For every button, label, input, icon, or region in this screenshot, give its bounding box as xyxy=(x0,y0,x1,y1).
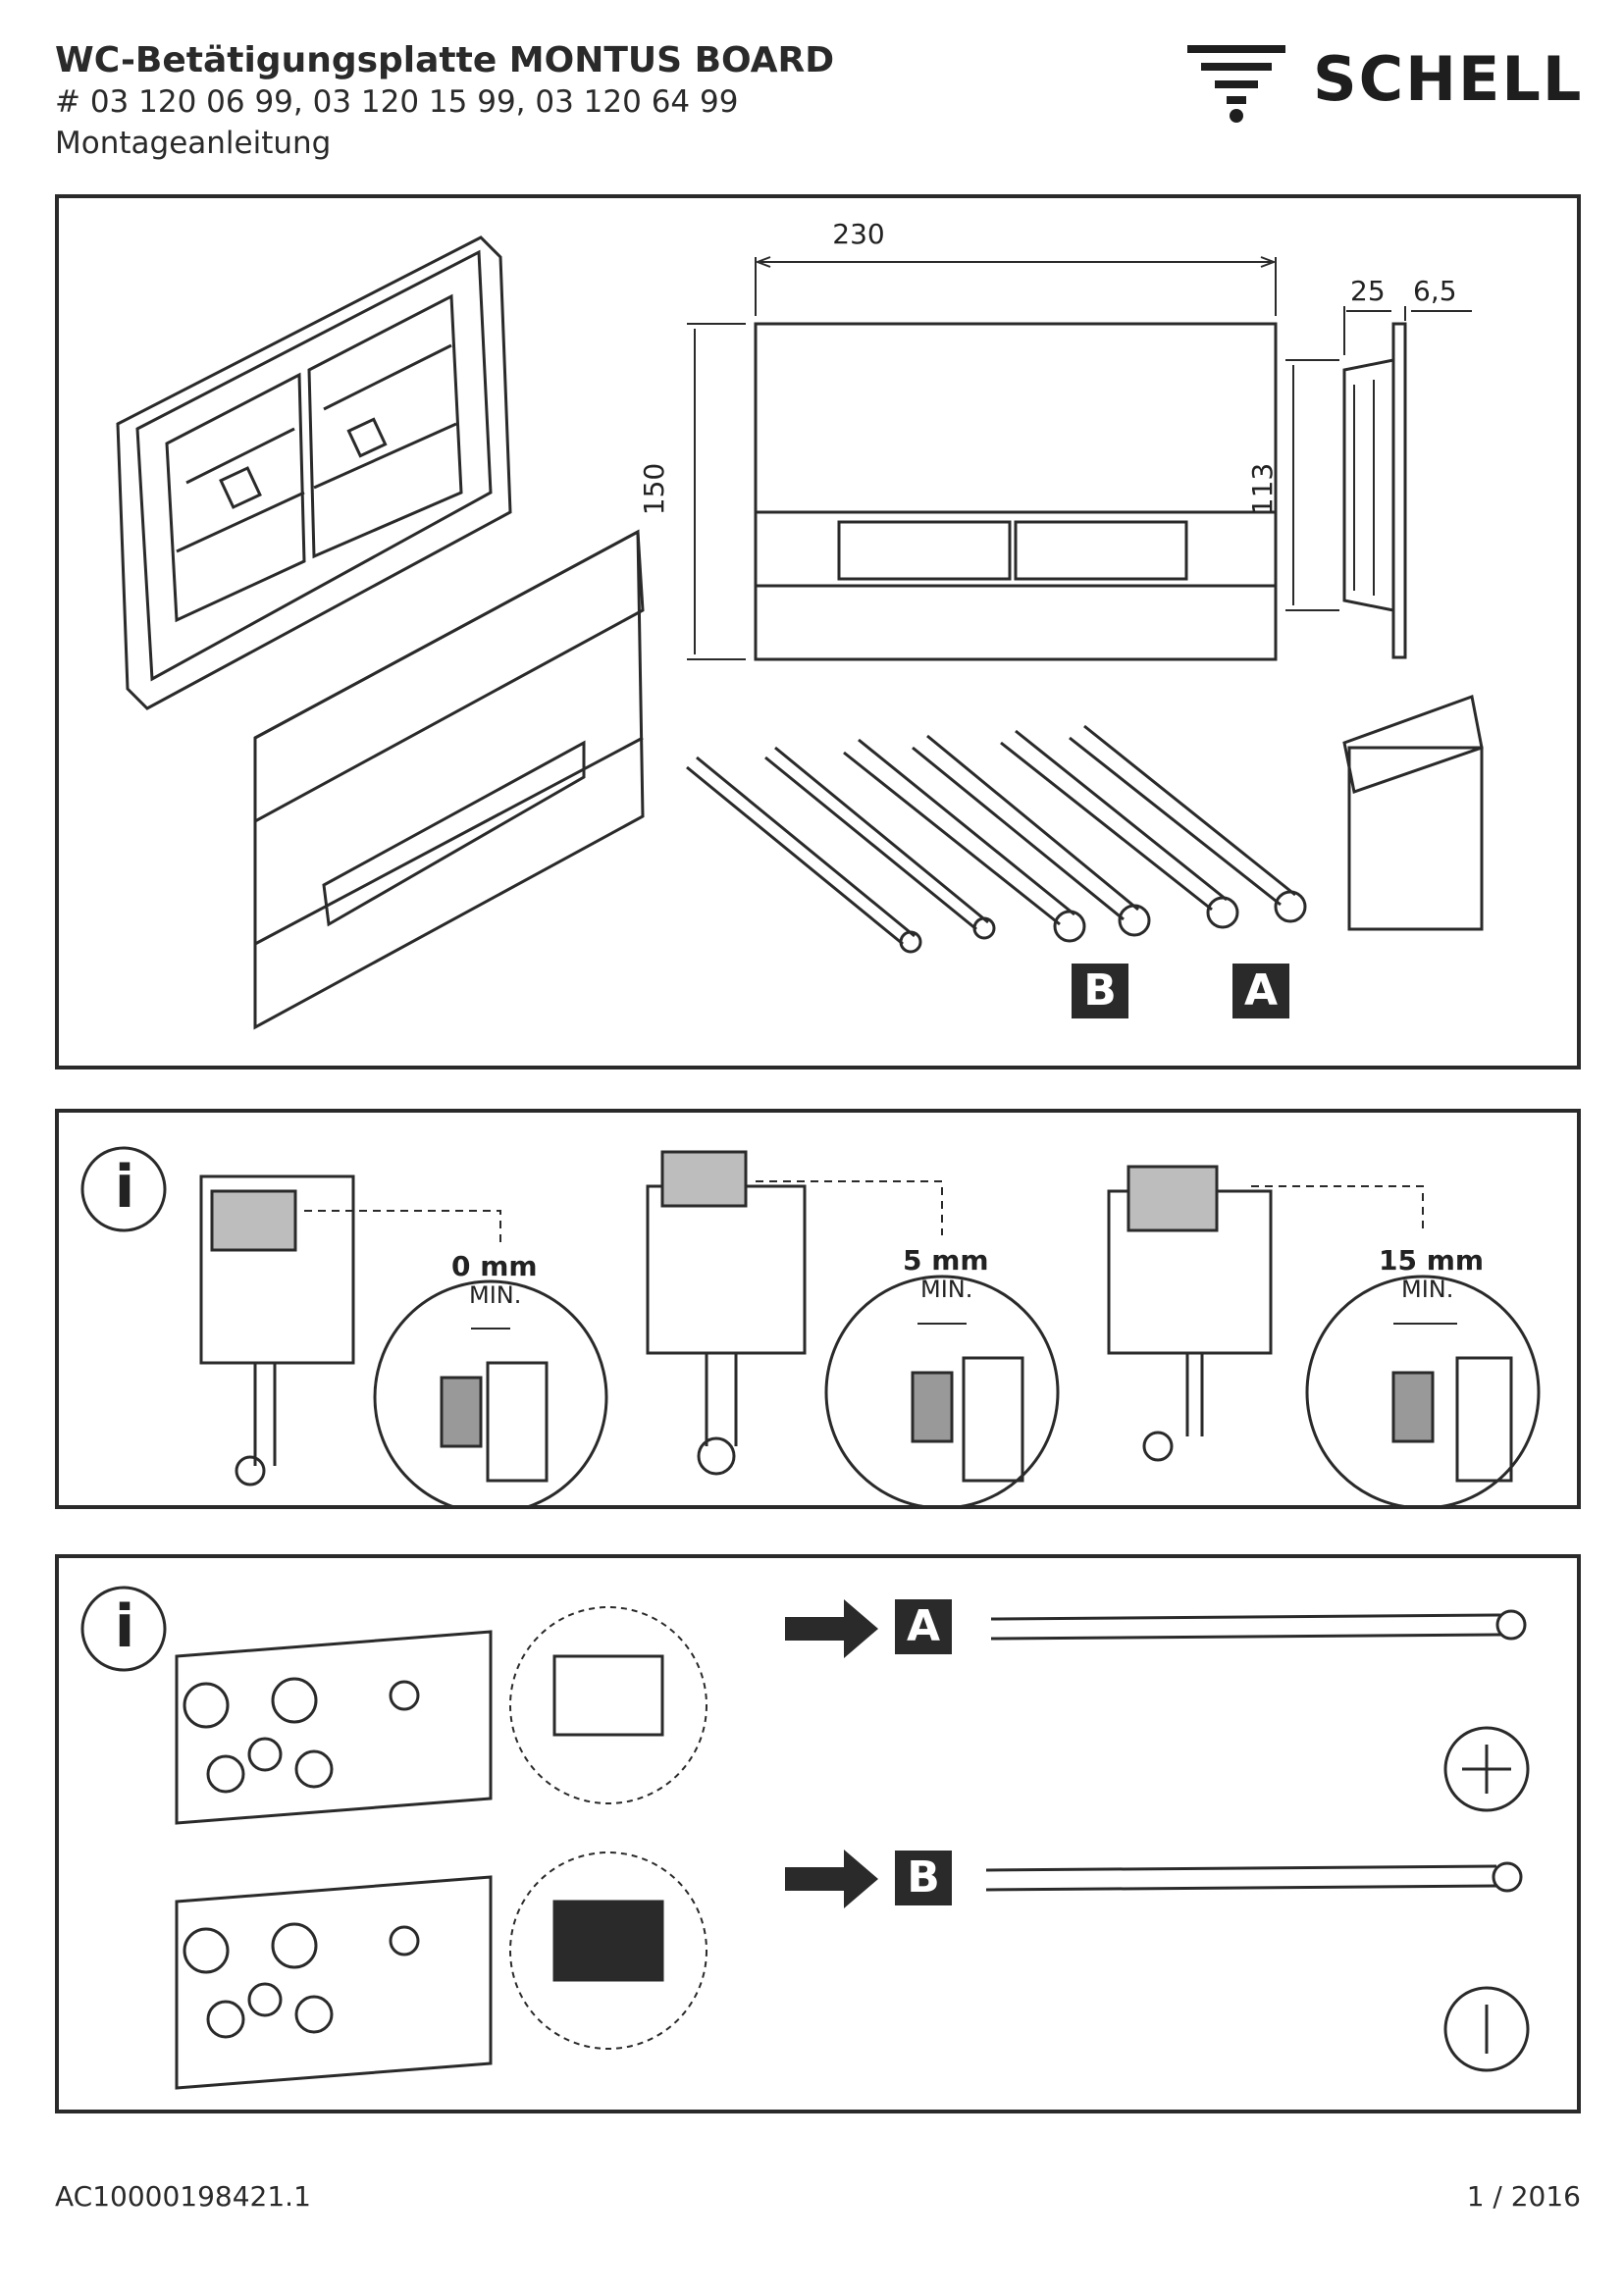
label-a-2: A xyxy=(895,1599,952,1654)
arrow-b-icon xyxy=(785,1850,878,1908)
distance-2-value: 5 mm xyxy=(903,1244,989,1277)
panel-distances: i 0 mm MIN. 5 mm MIN. 15 mm MIN. xyxy=(55,1109,1581,1509)
phillips-screw-head-icon xyxy=(1443,1726,1530,1812)
detail-1-drawing xyxy=(440,1328,549,1483)
logo-drop-icon xyxy=(1187,45,1285,123)
document-id: AC10000198421.1 xyxy=(55,2180,311,2213)
article-numbers: # 03 120 06 99, 03 120 15 99, 03 120 64 … xyxy=(55,84,739,120)
logo-wordmark: SCHELL xyxy=(1313,43,1584,115)
document-type: Montageanleitung xyxy=(55,126,332,161)
label-b: B xyxy=(1072,964,1128,1018)
side-view-drawing xyxy=(1285,306,1472,659)
distance-1-value: 0 mm xyxy=(451,1250,538,1282)
distance-2-min: MIN. xyxy=(920,1276,973,1303)
page-date: 1 / 2016 xyxy=(1466,2180,1581,2213)
mounting-frame-drawing xyxy=(116,235,512,710)
phillips-cross xyxy=(1462,1745,1511,1794)
distance-3-min: MIN. xyxy=(1401,1276,1454,1303)
wall-mount-a-drawing xyxy=(175,1606,707,1825)
detail-circle-1 xyxy=(373,1279,608,1505)
schell-logo: SCHELL xyxy=(1187,39,1584,128)
dimension-plate-thickness: 6,5 xyxy=(1413,275,1457,307)
slotted-screw-head-icon xyxy=(1443,1986,1530,2072)
rod-a-drawing xyxy=(990,1609,1527,1641)
arrow-a-icon xyxy=(785,1599,878,1658)
dimension-depth: 25 xyxy=(1350,275,1386,307)
cistern-2-drawing xyxy=(646,1150,943,1476)
dimension-height: 150 xyxy=(638,462,671,516)
wall-mount-b-drawing xyxy=(175,1852,707,2090)
document-title: WC-Betätigungsplatte MONTUS BOARD xyxy=(55,40,835,80)
dimension-width: 230 xyxy=(832,218,885,250)
detail-circle-3 xyxy=(1305,1275,1541,1505)
front-view-drawing xyxy=(687,256,1278,661)
extension-rods-drawing xyxy=(686,724,1307,954)
rod-b-drawing xyxy=(985,1861,1523,1893)
cover-plate-drawing xyxy=(253,529,645,1030)
detail-2-drawing xyxy=(911,1323,1024,1483)
panel-components: 230 150 25 6,5 113 B A xyxy=(55,194,1581,1069)
distance-1-min: MIN. xyxy=(469,1281,522,1309)
info-icon-circle-2 xyxy=(80,1586,167,1672)
dimension-side-height: 113 xyxy=(1246,462,1280,516)
detail-circle-2 xyxy=(824,1275,1060,1505)
info-icon-circle xyxy=(80,1146,167,1232)
cistern-1-drawing xyxy=(199,1174,501,1487)
detail-3-drawing xyxy=(1391,1323,1513,1483)
distance-3-value: 15 mm xyxy=(1379,1244,1485,1277)
cistern-3-drawing xyxy=(1107,1165,1424,1462)
label-b-2: B xyxy=(895,1851,952,1905)
label-a: A xyxy=(1232,964,1289,1018)
panel-rod-selection: i A B xyxy=(55,1554,1581,2113)
instruction-booklet-drawing xyxy=(1342,694,1484,931)
info-icon-2: i xyxy=(114,1592,135,1661)
info-icon: i xyxy=(114,1153,135,1222)
